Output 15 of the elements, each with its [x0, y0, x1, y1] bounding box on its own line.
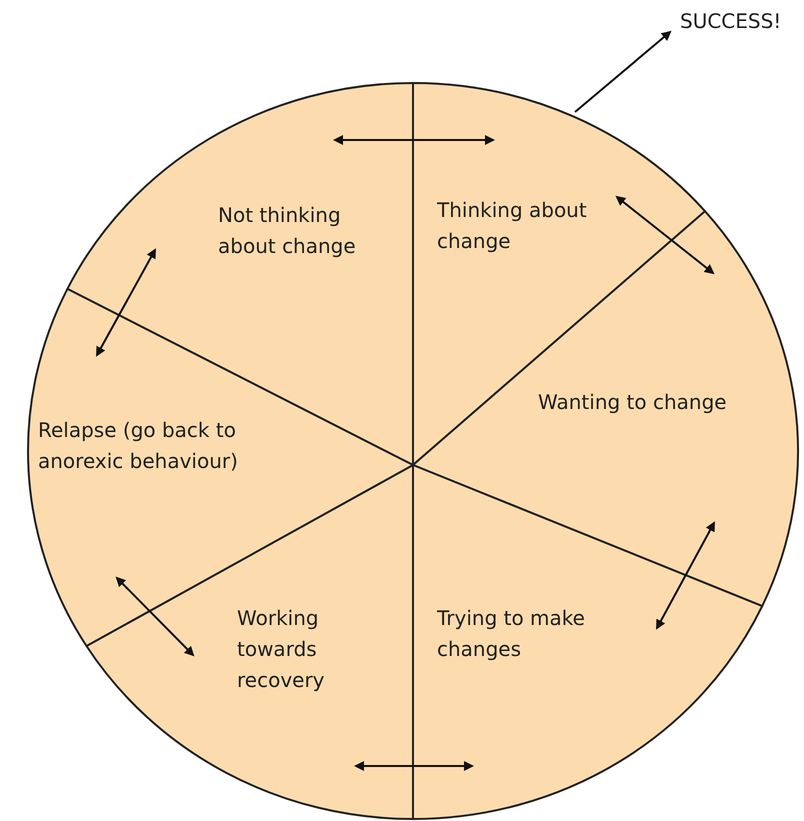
stage-label: Thinking about change: [437, 197, 587, 255]
double-arrow: [615, 196, 715, 274]
double-arrow: [354, 761, 474, 771]
arrow: [574, 30, 672, 113]
stage-label: Trying to make changes: [437, 605, 586, 663]
stage-label: Working towards recovery: [237, 605, 326, 694]
stage-label: Not thinking about change: [218, 202, 357, 260]
double-arrow: [96, 248, 156, 357]
double-arrow: [116, 576, 194, 656]
double-arrow: [656, 521, 715, 630]
outcome-label: SUCCESS!: [680, 6, 782, 37]
pie-sector: [412, 464, 764, 820]
stage-label: Relapse (go back to anorexic behaviour): [38, 417, 239, 475]
double-arrow: [333, 135, 495, 145]
stage-label: Wanting to change: [538, 389, 727, 416]
